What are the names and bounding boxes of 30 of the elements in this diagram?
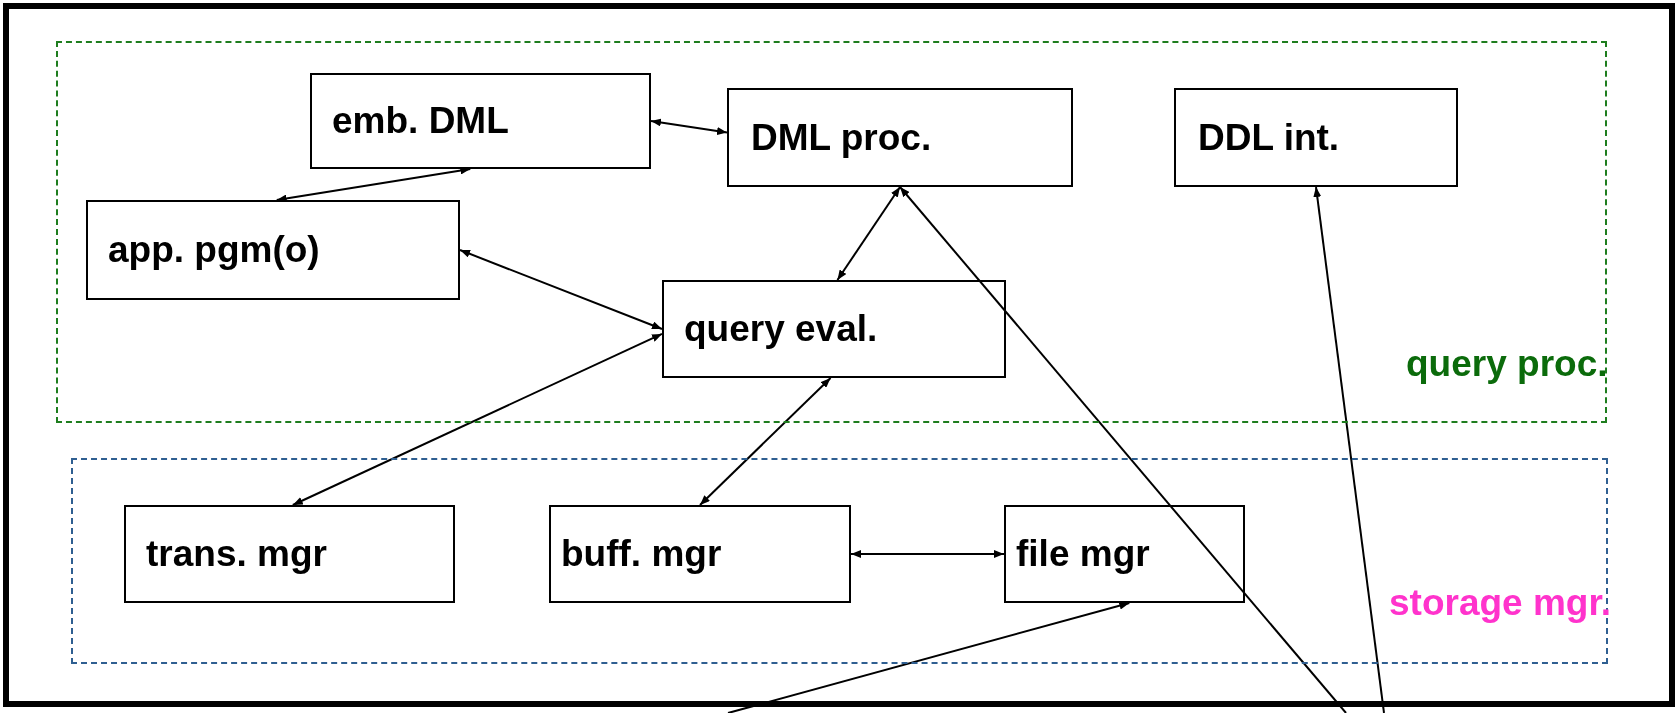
- arrow: [727, 601, 1131, 713]
- group-label: storage mgr.: [1389, 582, 1612, 624]
- process-box: [662, 280, 1006, 378]
- box-label: DDL int.: [1198, 116, 1340, 159]
- arrow: [850, 550, 1005, 558]
- process-box: [310, 73, 651, 169]
- process-box: [1004, 505, 1245, 603]
- box-label: emb. DML: [332, 100, 509, 142]
- box-label: buff. mgr: [561, 533, 722, 575]
- arrow: [650, 118, 728, 135]
- arrow: [899, 186, 1347, 713]
- arrow: [699, 377, 832, 506]
- process-box: [1174, 88, 1458, 187]
- dashed-group-box: [71, 458, 1608, 664]
- process-box: [124, 505, 455, 603]
- arrow: [291, 332, 663, 506]
- box-label: DML proc.: [751, 116, 932, 159]
- process-box: [727, 88, 1073, 187]
- arrow: [275, 166, 472, 203]
- process-box: [86, 200, 460, 300]
- dashed-group-box: [56, 41, 1607, 423]
- arrow: [836, 186, 901, 281]
- group-label: query proc.: [1406, 343, 1608, 385]
- box-label: query eval.: [684, 308, 878, 350]
- box-label: app. pgm(o): [108, 229, 320, 271]
- arrow: [1313, 186, 1385, 713]
- box-label: file mgr: [1016, 533, 1150, 575]
- box-label: trans. mgr: [146, 533, 327, 575]
- process-box: [549, 505, 851, 603]
- arrow: [459, 249, 663, 330]
